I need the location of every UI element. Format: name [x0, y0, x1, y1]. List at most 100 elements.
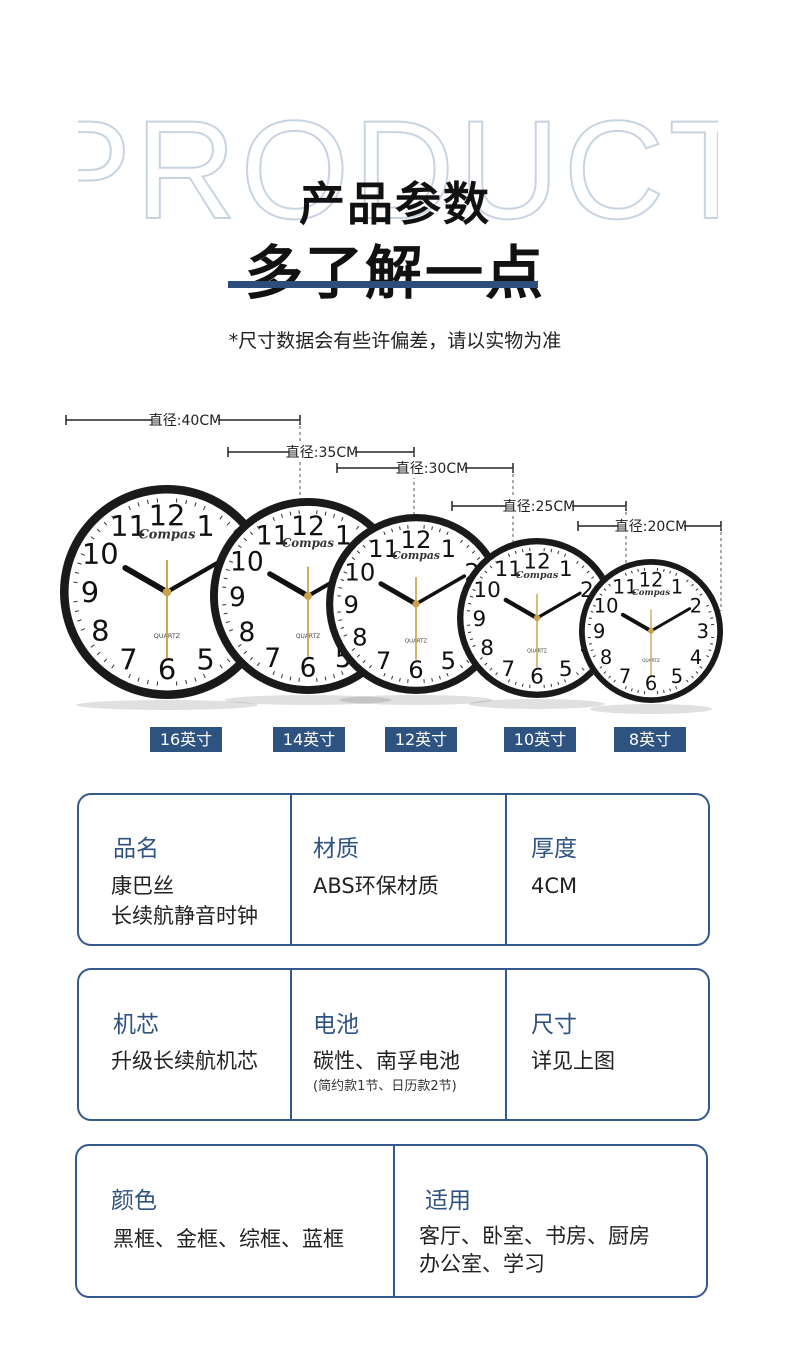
minute-tick: [446, 531, 449, 536]
clock-size-comparison: 直径:40CM123456789101112CompasQUARTZ直径:35C…: [60, 410, 723, 714]
minute-tick: [229, 560, 234, 563]
minute-tick: [550, 683, 553, 687]
minute-tick: [624, 686, 627, 690]
minute-tick: [471, 550, 476, 554]
minute-tick: [431, 526, 433, 531]
section-title: 产品参数: [299, 177, 491, 231]
minute-tick: [194, 677, 197, 682]
minute-tick: [591, 576, 595, 579]
clock-numeral: 8: [352, 622, 367, 651]
minute-tick: [280, 674, 284, 679]
minute-tick: [495, 672, 498, 676]
clock-numeral: 8: [91, 614, 109, 648]
clock-numeral: 9: [593, 620, 605, 643]
minute-tick: [272, 670, 275, 675]
clock-numeral: 12: [639, 568, 664, 591]
minute-tick: [324, 676, 327, 681]
minute-tick: [185, 679, 188, 685]
minute-tick: [637, 690, 639, 694]
minute-tick: [341, 517, 344, 522]
clock-numeral: 12: [401, 525, 432, 554]
spec-value-name-line1: 康巴丝: [111, 874, 174, 898]
minute-tick: [479, 576, 483, 579]
minute-tick: [74, 571, 80, 574]
clock-numeral: 11: [256, 521, 290, 552]
minute-tick: [225, 568, 230, 572]
diameter-label: 直径:30CM: [396, 460, 468, 477]
minute-tick: [237, 643, 242, 648]
minute-tick: [96, 651, 101, 656]
clock-3: 直径:30CM123456789101112CompasQUARTZ: [326, 458, 514, 705]
clock-numeral: 7: [501, 657, 515, 682]
spec-label-color: 颜色: [111, 1188, 157, 1214]
minute-tick: [484, 662, 488, 666]
minute-tick: [338, 587, 343, 589]
minute-tick: [391, 528, 394, 533]
size-note: *尺寸数据会有些许偏差，请以实物为准: [228, 330, 562, 352]
minute-tick: [225, 620, 230, 624]
clock-shadow: [589, 704, 713, 714]
spec-card-3: 颜色 黑框、金框、综框、蓝框 适用 客厅、卧室、书房、厨房 办公室、学习: [75, 1144, 708, 1298]
minute-tick: [356, 654, 361, 658]
minute-tick: [581, 667, 585, 671]
minute-tick: [237, 544, 242, 549]
minute-tick: [80, 553, 86, 556]
minute-tick: [507, 553, 511, 557]
minute-tick: [469, 595, 474, 598]
spec-label-name: 品名: [113, 836, 159, 862]
clock-numeral: 5: [671, 665, 683, 688]
size-tag-16: 16英寸: [150, 727, 222, 752]
section-subtitle: 多了解一点: [244, 239, 545, 307]
minute-tick: [613, 579, 616, 583]
minute-tick: [557, 681, 560, 686]
spec-label-usage: 适用: [425, 1188, 471, 1214]
minute-tick: [137, 677, 140, 682]
spec-value-movement: 升级长续航机芯: [111, 1049, 258, 1073]
minute-tick: [229, 629, 234, 632]
minute-tick: [399, 677, 401, 682]
clock-numeral: 1: [335, 521, 352, 552]
minute-tick: [460, 539, 463, 544]
dimension-label-bg: [398, 458, 466, 478]
card-divider: [505, 795, 507, 944]
clock-numeral: 8: [480, 636, 494, 661]
clock-numeral: 5: [441, 646, 456, 675]
minute-tick: [590, 610, 594, 613]
card-divider: [290, 795, 292, 944]
minute-tick: [90, 536, 95, 540]
minute-tick: [341, 670, 344, 675]
minute-tick: [383, 531, 386, 536]
minute-tick: [90, 644, 95, 648]
clock-numeral: 2: [690, 594, 702, 617]
minute-tick: [514, 681, 517, 686]
minute-tick: [495, 560, 498, 564]
minute-tick: [103, 521, 108, 526]
clock-center-pin: [533, 614, 541, 622]
minute-tick: [586, 570, 590, 574]
minute-tick: [362, 544, 366, 549]
spec-value-usage-line1: 客厅、卧室、书房、厨房: [419, 1224, 650, 1248]
minute-tick: [581, 565, 585, 569]
minute-tick: [484, 570, 488, 574]
clock-numeral: 1: [441, 534, 456, 563]
clock-center-pin: [412, 600, 420, 608]
minute-tick: [613, 679, 616, 683]
minute-hand: [414, 574, 467, 606]
minute-hand: [164, 556, 227, 595]
minute-tick: [466, 544, 470, 549]
minute-tick: [96, 528, 101, 533]
minute-tick: [460, 664, 463, 669]
minute-tick: [710, 617, 714, 619]
clock-numeral: 7: [619, 665, 631, 688]
minute-tick: [343, 634, 348, 637]
clock-shadow: [76, 700, 258, 710]
minute-tick: [338, 619, 343, 621]
minute-tick: [563, 679, 567, 683]
dimension-label-bg: [505, 496, 573, 516]
hour-hand: [267, 571, 311, 599]
clock-numeral: 8: [238, 617, 255, 648]
minute-tick: [111, 664, 115, 669]
clock-numeral: 11: [613, 575, 638, 598]
minute-tick: [243, 537, 248, 542]
minute-tick: [289, 676, 292, 681]
